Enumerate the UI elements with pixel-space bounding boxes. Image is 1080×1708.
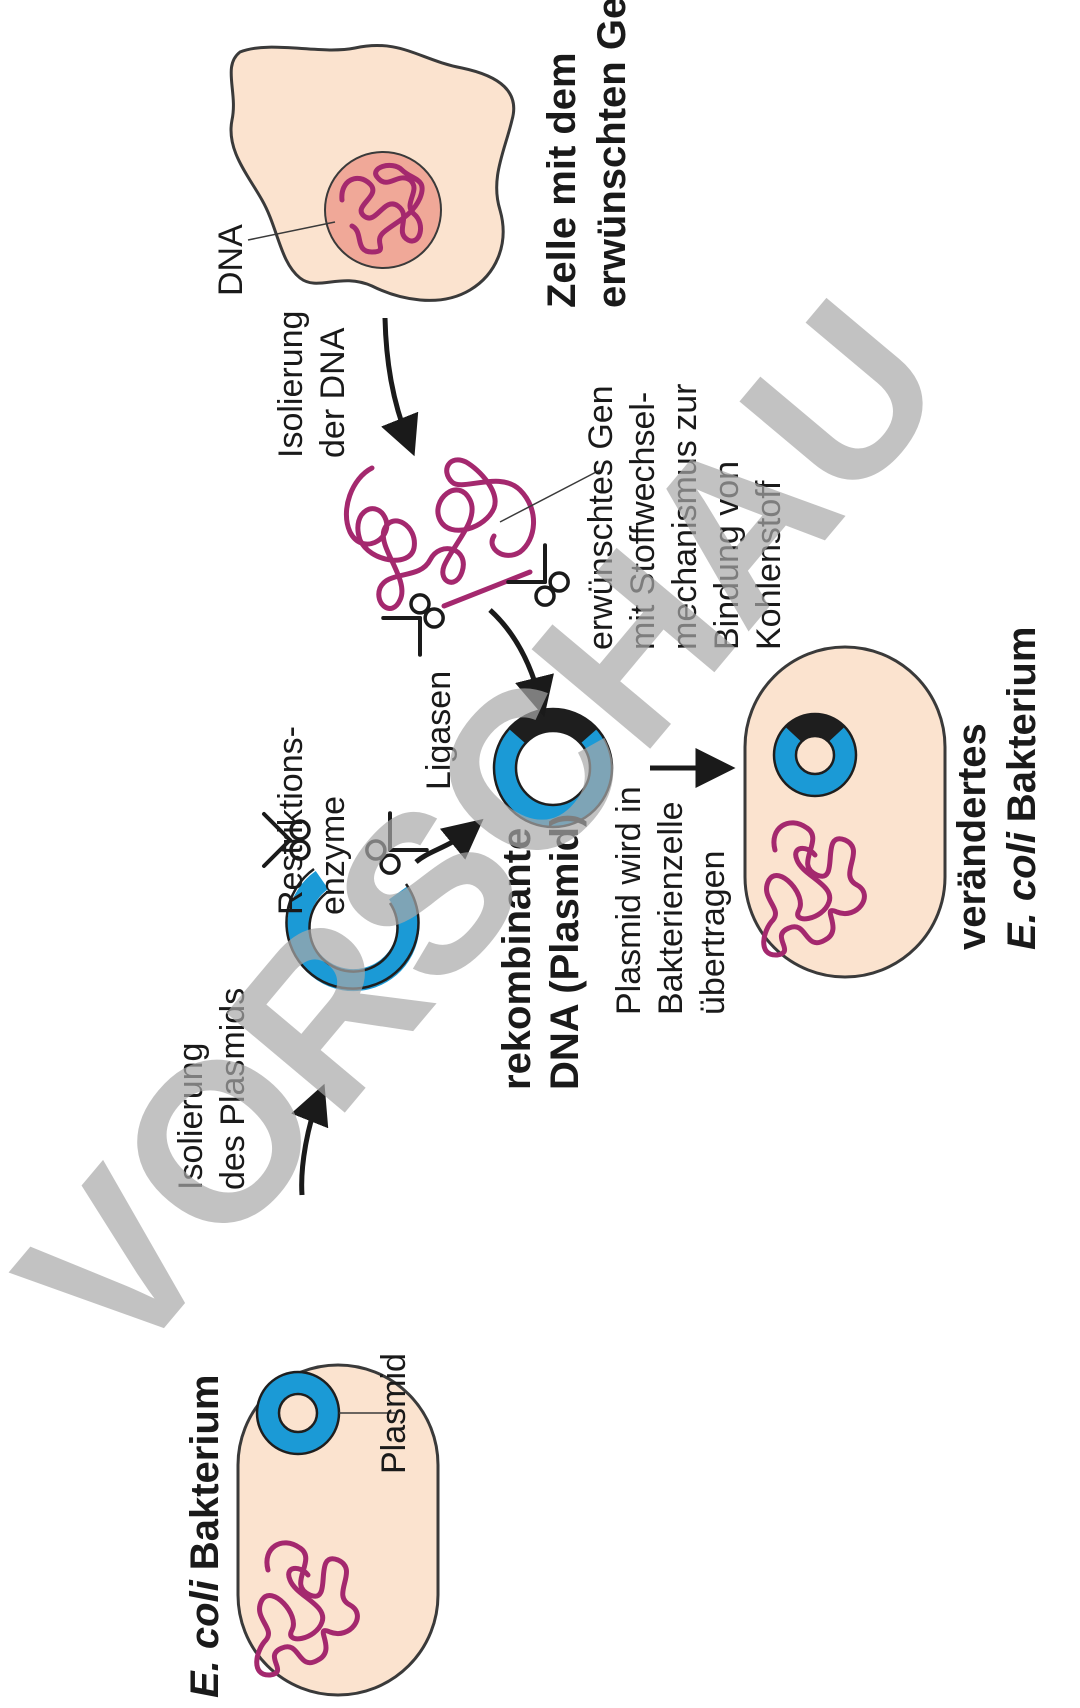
ligase-label: Ligasen <box>420 671 458 790</box>
isolate-dna-label: Isolierung der DNA <box>272 301 352 458</box>
dna-label: DNA <box>212 224 250 296</box>
restriction-enzymes-label: Restriktions- enzyme <box>272 717 352 915</box>
modified-inserted-gene <box>784 713 846 743</box>
dna-leader-line <box>247 221 336 241</box>
modified-ecoli-dna <box>761 820 867 958</box>
nucleus-dna <box>339 163 425 255</box>
modified-ecoli-label: verändertes E. coliBakterium <box>950 627 1044 950</box>
donor-cell-label: Zelle mit dem erwünschten Gen <box>540 0 634 308</box>
ecoli-chromosome-dna <box>254 1540 360 1678</box>
recombinant-plasmid <box>492 707 614 829</box>
isolated-dna <box>343 457 601 655</box>
ecoli-label: E. coliBakterium <box>183 1375 227 1698</box>
desired-gene-segment <box>441 569 533 609</box>
plasmid-label: Plasmid <box>375 1353 413 1474</box>
ligation-arrow <box>414 818 484 864</box>
desired-gene-label: erwünschtes Gen mit Stoffwechsel- mechan… <box>582 374 788 650</box>
isolate-dna-arrow <box>381 317 419 457</box>
transfer-label: Plasmid wird in Bakterienzelle übertrage… <box>610 777 732 1015</box>
gene-leader-line <box>499 469 601 523</box>
inserted-gene-segment <box>508 708 598 744</box>
isolate-plasmid-arrow <box>291 1083 329 1196</box>
donor-cell: DNA Zelle mit dem erwünschten Gen <box>212 0 634 308</box>
scissors-icon <box>383 586 452 655</box>
recombinant-dna-label: rekombinante DNA (Plasmid) <box>495 814 587 1090</box>
cut-plasmid-ring <box>287 870 420 992</box>
ecoli-bacterium: Plasmid E. coliBakterium <box>183 1353 440 1698</box>
gene-insertion-arrow <box>488 608 554 717</box>
cut-plasmid <box>262 813 427 992</box>
isolated-dna-strand <box>343 457 536 611</box>
ecoli-plasmid <box>257 1372 339 1454</box>
modified-ecoli <box>743 645 947 979</box>
modified-ecoli-cell-body <box>743 645 947 979</box>
isolate-plasmid-label: Isolierung des Plasmids <box>172 988 252 1190</box>
